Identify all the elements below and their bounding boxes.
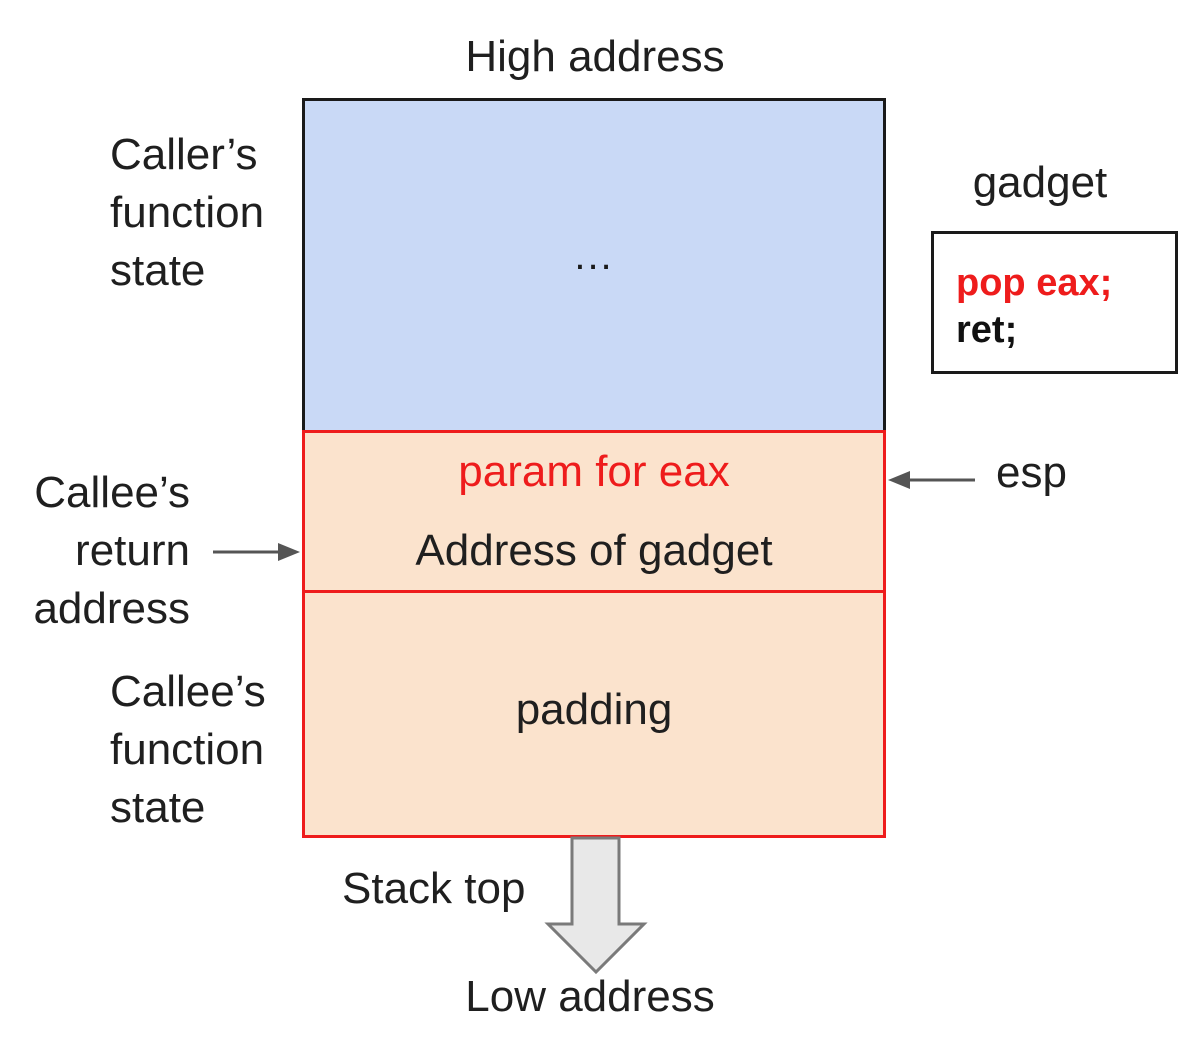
padding-text: padding — [515, 685, 673, 734]
callee-state-line-2: function — [110, 725, 265, 774]
gadget-code-box: pop eax; ret; — [931, 231, 1178, 374]
esp-label: esp — [996, 448, 1067, 497]
caller-frame-ellipsis: ... — [574, 233, 614, 278]
gadget-pop-eax-line: pop eax; — [956, 262, 1113, 304]
low-address-label: Low address — [465, 972, 715, 1021]
gadget-address-slot: Address of gadget — [302, 511, 886, 593]
stack-top-label: Stack top — [342, 864, 526, 913]
callee-return-address-label: Callee’s return address — [10, 464, 190, 638]
callee-function-state-label: Callee’s function state — [110, 663, 300, 837]
padding-slot: padding — [302, 590, 886, 838]
caller-label-line-1: Caller’s — [110, 130, 258, 179]
gadget-ret-line: ret; — [956, 309, 1018, 351]
callee-return-line-2: return — [75, 526, 190, 575]
caller-label-line-2: function — [110, 188, 265, 237]
gadget-address-text: Address of gadget — [415, 525, 773, 575]
caller-label-line-3: state — [110, 246, 206, 295]
high-address-label: High address — [465, 32, 725, 81]
caller-function-state-label: Caller’s function state — [110, 126, 300, 300]
gadget-title: gadget — [972, 158, 1108, 207]
esp-arrow — [888, 471, 975, 489]
callee-state-line-3: state — [110, 783, 206, 832]
param-for-eax-text: param for eax — [458, 447, 730, 496]
callee-return-line-3: address — [33, 584, 190, 633]
callee-return-line-1: Callee’s — [34, 468, 190, 517]
return-address-arrow — [213, 543, 300, 561]
callee-state-line-1: Callee’s — [110, 667, 266, 716]
stack-growth-arrow — [544, 836, 648, 975]
caller-stack-frame: ... — [302, 98, 886, 431]
